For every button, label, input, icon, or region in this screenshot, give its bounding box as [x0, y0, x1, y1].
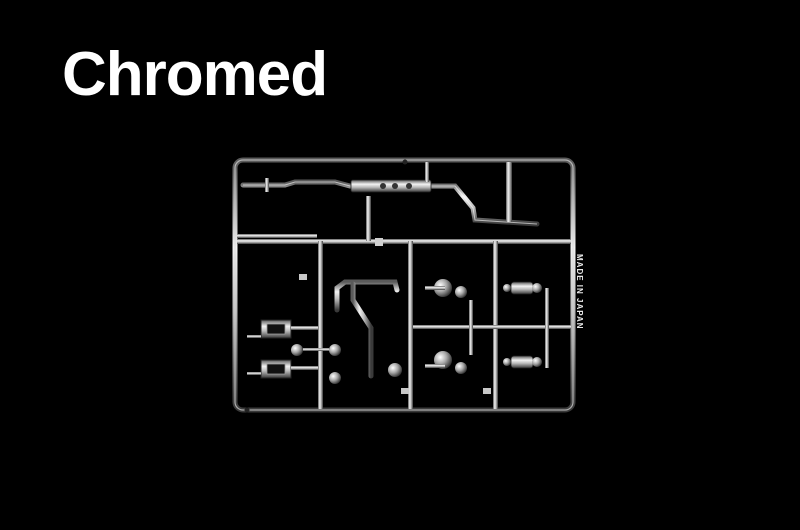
fitting-part-lower — [425, 351, 467, 374]
chrome-sprue-image: MADE IN JAPAN — [232, 157, 584, 413]
runner-vertical-2 — [408, 241, 413, 409]
mirror-part-upper — [260, 319, 292, 339]
bracket-part-upper — [503, 281, 542, 295]
runner-horizontal — [237, 239, 571, 244]
muffler-part — [350, 179, 432, 193]
bent-pipe-part — [334, 279, 400, 313]
molding-text: MADE IN JAPAN — [575, 254, 584, 330]
bracket-part-lower — [503, 355, 542, 369]
fitting-part-upper — [425, 279, 467, 298]
runner-vertical-1 — [318, 241, 323, 409]
page-title: Chromed — [62, 40, 328, 109]
mirror-part-lower — [260, 359, 292, 379]
